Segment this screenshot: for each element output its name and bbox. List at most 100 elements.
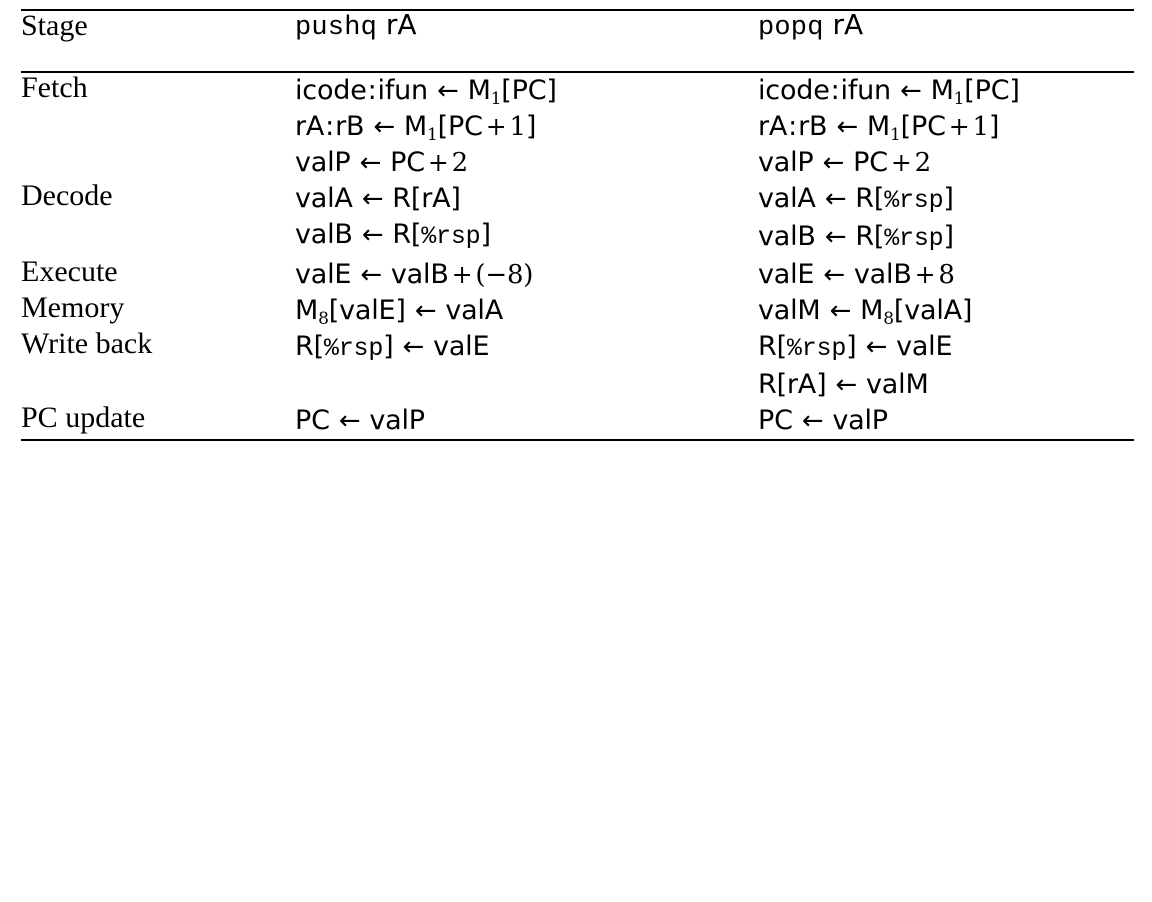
tok-colon: : bbox=[325, 111, 335, 142]
tok-ifun: ifun bbox=[377, 75, 429, 106]
tok-R: R bbox=[295, 331, 314, 362]
tok-valB: valB bbox=[853, 259, 912, 290]
tok-M: M bbox=[295, 295, 319, 326]
tok-valP: valP bbox=[369, 405, 425, 436]
assign-arrow-icon: ← bbox=[436, 76, 459, 106]
tok-colon: : bbox=[830, 75, 840, 106]
formula-line: valE←valB+(−8) bbox=[295, 257, 758, 293]
popq-cell-pc-update: PC←valP bbox=[758, 403, 1134, 439]
tok-sub1: 1 bbox=[953, 89, 965, 109]
tok-valB: valB bbox=[390, 259, 449, 290]
assign-arrow-icon: ← bbox=[836, 112, 858, 142]
tok-valP: valP bbox=[295, 147, 351, 178]
tok-rbracket: ] bbox=[450, 183, 461, 214]
tok-rB: rB bbox=[798, 111, 828, 142]
stage-cell-write-back: Write back bbox=[21, 329, 295, 403]
tok-rbracket: ] bbox=[480, 219, 491, 250]
tok-lbracket: [ bbox=[900, 111, 912, 142]
tok-valE: valE bbox=[295, 259, 352, 290]
stage-cell-execute: Execute bbox=[21, 257, 295, 293]
formula-line: valA←R[%rsp] bbox=[758, 181, 1134, 219]
tok-lbracket: [ bbox=[410, 219, 422, 250]
column-header-stage: Stage bbox=[21, 9, 88, 42]
tok-one: 1 bbox=[509, 112, 526, 142]
tok-icode: icode bbox=[758, 75, 830, 106]
pushq-mnemonic: pushq bbox=[295, 13, 378, 43]
assign-arrow-icon: ← bbox=[361, 220, 384, 250]
formula-line: valB←R[%rsp] bbox=[295, 217, 758, 255]
popq-mnemonic: popq bbox=[758, 13, 824, 43]
tok-valM: valM bbox=[866, 369, 929, 400]
tok-rsp: %rsp bbox=[421, 222, 481, 251]
assign-arrow-icon: ← bbox=[824, 184, 847, 214]
tok-rA: rA bbox=[758, 111, 788, 142]
table-container: Stage pushq rA popq rA Fetch bbox=[21, 0, 1134, 441]
tok-M: M bbox=[866, 111, 891, 142]
tok-R: R bbox=[758, 369, 777, 400]
tok-lparen: ( bbox=[475, 260, 486, 290]
formula-line: rA:rB←M1[PC+1] bbox=[295, 109, 758, 145]
table-row: PC update PC←valP PC←valP bbox=[21, 403, 1134, 439]
tok-valE: valE bbox=[896, 331, 953, 362]
assign-arrow-icon: ← bbox=[359, 148, 382, 178]
popq-cell-valp: valP←PC+2 bbox=[758, 145, 1134, 181]
tok-rbracket: ] bbox=[961, 295, 973, 326]
tok-rbracket: ] bbox=[988, 111, 1000, 142]
tok-PC: PC bbox=[974, 75, 1010, 106]
formula-line: valA←R[rA] bbox=[295, 181, 758, 217]
tok-sub1: 1 bbox=[490, 89, 502, 109]
table-row: Fetch icode:ifun←M1[PC] rA:rB←M1[PC+1] i… bbox=[21, 73, 1134, 145]
tok-valA: valA bbox=[904, 295, 962, 326]
tok-valE: valE bbox=[339, 295, 396, 326]
tok-M: M bbox=[403, 111, 428, 142]
tok-lbracket: [ bbox=[313, 331, 325, 362]
tok-sub8: 8 bbox=[318, 309, 329, 329]
tok-plus: + bbox=[427, 148, 449, 177]
tok-sub1: 1 bbox=[890, 125, 901, 145]
tok-PC: PC bbox=[295, 405, 330, 436]
table-row: Write back R[%rsp]←valE R[%rsp]←valE R[r… bbox=[21, 329, 1134, 403]
stage-label: Fetch bbox=[21, 71, 88, 104]
tok-lbracket: [ bbox=[776, 369, 788, 400]
table-row: Execute valE←valB+(−8) valE←valB+8 bbox=[21, 257, 1134, 293]
formula-line: valP←PC+2 bbox=[758, 145, 1134, 181]
tok-rsp: %rsp bbox=[786, 334, 847, 363]
tok-rbracket: ] bbox=[395, 295, 406, 326]
column-header-pushq: pushq rA bbox=[295, 10, 417, 43]
table-row: Memory M8[valE]←valA valM←M8[valA] bbox=[21, 293, 1134, 329]
table-row: valP←PC+2 valP←PC+2 bbox=[21, 145, 1134, 181]
header-rule-row bbox=[21, 71, 1134, 73]
assign-arrow-icon: ← bbox=[829, 296, 852, 326]
formula-line: PC←valP bbox=[758, 403, 1134, 439]
header-rule-cell bbox=[21, 71, 1134, 73]
tok-eight: 8 bbox=[506, 260, 524, 290]
tok-R: R bbox=[758, 331, 777, 362]
tok-plus: + bbox=[485, 112, 507, 141]
tok-valE: valE bbox=[758, 259, 815, 290]
table-top-rule bbox=[21, 9, 1134, 11]
formula-line: rA:rB←M1[PC+1] bbox=[758, 109, 1134, 145]
tok-valB: valB bbox=[758, 221, 816, 252]
header-cell-stage: Stage bbox=[21, 11, 295, 71]
table-bottom-rule bbox=[21, 439, 1134, 441]
assign-arrow-icon: ← bbox=[361, 184, 384, 214]
assign-arrow-icon: ← bbox=[402, 332, 425, 362]
tok-rbracket: ] bbox=[943, 221, 954, 252]
tok-two: 2 bbox=[451, 148, 469, 178]
tok-rsp: %rsp bbox=[884, 224, 944, 253]
assign-arrow-icon: ← bbox=[865, 332, 888, 362]
tok-PC: PC bbox=[390, 147, 425, 178]
tok-colon: : bbox=[367, 75, 377, 106]
formula-line: valP ← PC+2 bbox=[295, 145, 758, 181]
tok-icode: icode bbox=[295, 75, 367, 106]
tok-plus: + bbox=[914, 260, 936, 289]
tok-R: R bbox=[855, 183, 874, 214]
formula-line: PC←valP bbox=[295, 403, 758, 439]
tok-valB: valB bbox=[295, 219, 353, 250]
popq-operand: rA bbox=[832, 8, 864, 41]
tok-PC: PC bbox=[758, 405, 793, 436]
tok-M: M bbox=[930, 75, 954, 106]
formula-line: valB←R[%rsp] bbox=[758, 219, 1134, 257]
stage-label: PC update bbox=[21, 401, 146, 434]
pushq-cell-pc-update: PC←valP bbox=[295, 403, 758, 439]
